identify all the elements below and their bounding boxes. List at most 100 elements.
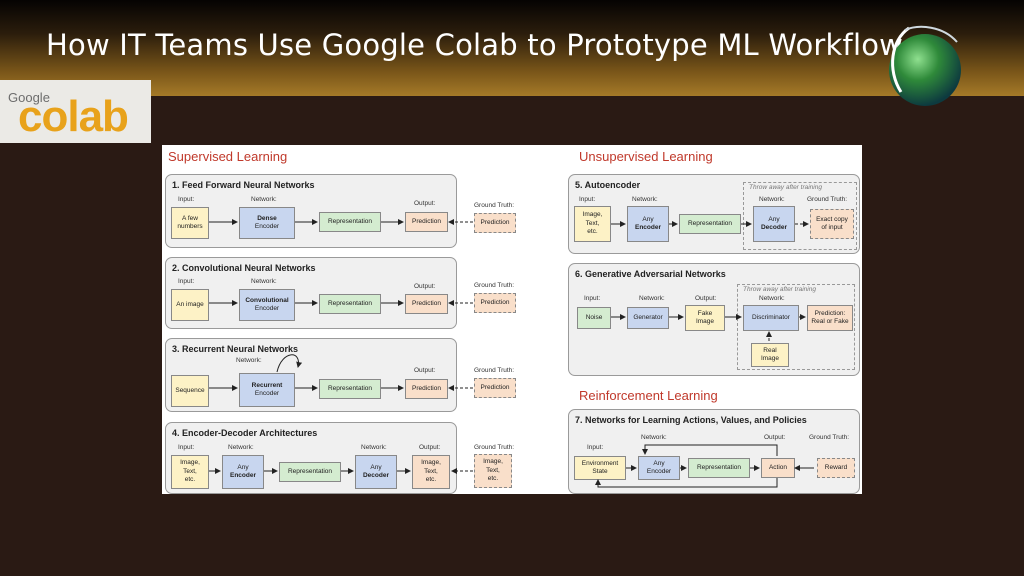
fake-image-box: Fake Image	[685, 305, 725, 331]
ground-truth-label: Ground Truth:	[474, 202, 515, 209]
generator-box: Generator	[627, 307, 669, 329]
card-title: 4. Encoder-Decoder Architectures	[172, 428, 318, 438]
ground-truth-label: Ground Truth:	[474, 282, 515, 289]
ground-truth-label: Ground Truth:	[809, 434, 850, 441]
network-name: Recurrent	[251, 381, 283, 389]
output-box: Prediction	[405, 212, 448, 232]
card-convolutional: 2. Convolutional Neural Networks Input: …	[165, 257, 457, 329]
card-reinforcement: 7. Networks for Learning Actions, Values…	[568, 409, 860, 494]
card-feed-forward: 1. Feed Forward Neural Networks Input: N…	[165, 174, 457, 248]
input-box: Sequence	[171, 375, 209, 407]
output-box: Prediction	[405, 294, 448, 314]
card-recurrent: 3. Recurrent Neural Networks Network: Ou…	[165, 338, 457, 412]
network-label: Network:	[639, 295, 665, 302]
network-label: Network:	[632, 196, 658, 203]
output-label: Output:	[414, 367, 436, 374]
ground-truth-label: Ground Truth:	[474, 367, 515, 374]
ground-truth-box: Exact copy of input	[810, 209, 854, 239]
decoder-name: Decoder	[362, 472, 389, 479]
header-bar: How IT Teams Use Google Colab to Prototy…	[0, 0, 1024, 96]
network-name: Dense	[257, 214, 277, 222]
card-encoder-decoder: 4. Encoder-Decoder Architectures Input: …	[165, 422, 457, 494]
input-box: Noise	[577, 307, 611, 329]
throw-away-region	[743, 182, 857, 250]
supervised-heading: Supervised Learning	[168, 149, 288, 164]
ground-truth-label: Ground Truth:	[807, 196, 848, 203]
slide-title: How IT Teams Use Google Colab to Prototy…	[46, 28, 919, 62]
ground-truth-label: Ground Truth:	[474, 444, 515, 451]
network-sub: Encoder	[254, 305, 280, 312]
input-box: A few numbers	[171, 207, 209, 239]
card-title: 6. Generative Adversarial Networks	[575, 269, 726, 279]
colab-logo: Google colab	[0, 80, 151, 143]
reward-box: Reward	[817, 458, 855, 478]
throw-away-region	[737, 284, 855, 370]
card-title: 1. Feed Forward Neural Networks	[172, 180, 315, 190]
network-sub: Encoder	[254, 223, 280, 230]
action-box: Action	[761, 458, 795, 478]
reinforcement-heading: Reinforcement Learning	[579, 388, 718, 403]
output-label: Output:	[764, 434, 786, 441]
discriminator-box: Discriminator	[743, 305, 799, 331]
encoder-top: Any	[642, 215, 654, 223]
network-label: Network:	[251, 196, 277, 203]
throw-away-label: Throw away after training	[743, 286, 816, 293]
card-autoencoder: 5. Autoencoder Input: Network: Throw awa…	[568, 174, 860, 254]
decoder-top: Any	[768, 215, 780, 223]
representation-box: Representation	[279, 462, 341, 482]
prediction-box: Prediction: Real or Fake	[807, 305, 853, 331]
card-title: 5. Autoencoder	[575, 180, 641, 190]
input-label: Input:	[584, 295, 601, 302]
ground-truth-box: Prediction	[474, 213, 516, 233]
ground-truth-box: Image, Text, etc.	[474, 454, 512, 488]
card-title: 7. Networks for Learning Actions, Values…	[575, 415, 807, 425]
representation-box: Representation	[679, 214, 741, 234]
representation-box: Representation	[688, 458, 750, 478]
real-image-box: Real Image	[751, 343, 789, 367]
encoder-name: Encoder	[229, 472, 256, 479]
network-label: Network:	[251, 278, 277, 285]
encoder-sub: Encoder	[646, 468, 672, 475]
card-title: 2. Convolutional Neural Networks	[172, 263, 316, 273]
encoder-top: Any	[237, 463, 249, 471]
network-label: Network:	[228, 444, 254, 451]
input-label: Input:	[178, 278, 195, 285]
environment-state-box: Environment State	[574, 456, 626, 480]
input-label: Input:	[178, 196, 195, 203]
output-label: Output:	[695, 295, 717, 302]
input-box: Image, Text, etc.	[171, 455, 209, 489]
representation-box: Representation	[319, 294, 381, 314]
output-box: Prediction	[405, 379, 448, 399]
throw-away-label: Throw away after training	[749, 184, 822, 191]
logo-google-text: Google	[8, 90, 50, 105]
input-label: Input:	[587, 444, 604, 451]
logo-colab-text: colab	[18, 92, 129, 141]
input-box: An image	[171, 289, 209, 321]
input-box: Image, Text, etc.	[574, 206, 611, 242]
network-label: Network:	[236, 357, 262, 364]
ml-diagram-panel: Supervised Learning Unsupervised Learnin…	[162, 145, 862, 494]
output-label: Output:	[419, 444, 441, 451]
output-label: Output:	[414, 283, 436, 290]
encoder-top: Any	[653, 459, 665, 467]
output-label: Output:	[414, 200, 436, 207]
unsupervised-heading: Unsupervised Learning	[579, 149, 713, 164]
input-label: Input:	[178, 444, 195, 451]
card-gan: 6. Generative Adversarial Networks Input…	[568, 263, 860, 376]
network-label: Network:	[361, 444, 387, 451]
network-sub: Encoder	[254, 390, 280, 397]
card-title: 3. Recurrent Neural Networks	[172, 344, 299, 354]
input-label: Input:	[579, 196, 596, 203]
output-box: Image, Text, etc.	[412, 455, 450, 489]
network-label: Network:	[759, 295, 785, 302]
representation-box: Representation	[319, 379, 381, 399]
ground-truth-box: Prediction	[474, 378, 516, 398]
representation-box: Representation	[319, 212, 381, 232]
network-label: Network:	[641, 434, 667, 441]
